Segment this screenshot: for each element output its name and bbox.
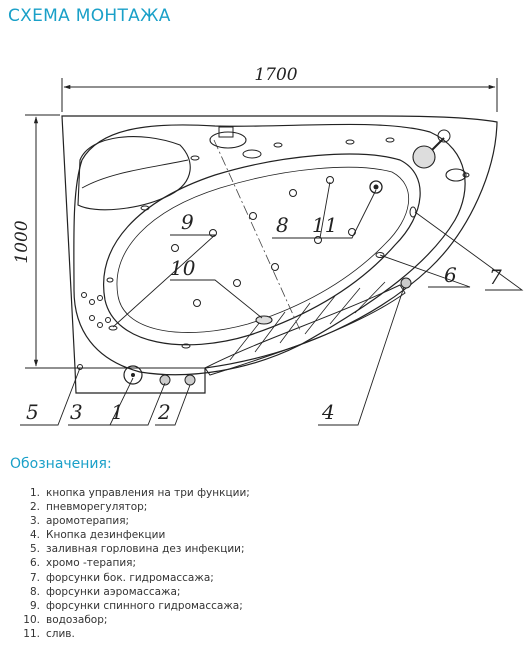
legend-item: 3.аромотерапия; xyxy=(29,515,130,528)
callout-5: 5 xyxy=(26,400,39,424)
legend-item: 7.форсунки бок. гидромассажа; xyxy=(29,571,214,584)
callout-3: 3 xyxy=(70,400,83,424)
legend-item: 8.форсунки аэромассажа; xyxy=(29,585,181,598)
legend-item: 10.водозабор; xyxy=(23,613,108,626)
disinfection-button xyxy=(400,277,412,289)
legend-item: 6.хромо -терапия; xyxy=(29,557,136,570)
inner-basin xyxy=(103,153,421,346)
legend-item: 9.форсунки спинного гидромассажа; xyxy=(29,599,243,612)
callout-2: 2 xyxy=(157,400,171,424)
tub-outline xyxy=(61,115,498,394)
callout-1: 1 xyxy=(111,400,124,424)
page-title: СХЕМА МОНТАЖА xyxy=(8,6,171,26)
callout-10: 10 xyxy=(170,256,196,280)
control-button xyxy=(159,374,171,386)
installation-diagram: 1700 1000 xyxy=(12,65,524,426)
back-jets xyxy=(81,292,111,328)
water-intake xyxy=(255,315,273,325)
legend-item: 4.Кнопка дезинфекции xyxy=(29,529,166,542)
callout-7: 7 xyxy=(489,265,502,289)
callout-9: 9 xyxy=(181,210,194,234)
pneumo-regulator xyxy=(184,374,196,386)
shower-fitting xyxy=(412,129,467,182)
callout-8: 8 xyxy=(276,213,289,237)
legend-item: 1.кнопка управления на три функции; xyxy=(29,487,250,499)
callout-11: 11 xyxy=(312,213,337,237)
width-label: 1700 xyxy=(254,65,297,85)
legend-item: 2.пневморегулятор; xyxy=(29,501,148,514)
callout-6: 6 xyxy=(444,263,457,287)
disinfection-filler xyxy=(77,364,83,370)
legend-list: 1.кнопка управления на три функции; 2.пн… xyxy=(20,486,250,641)
height-dimension: 1000 xyxy=(12,114,75,369)
callout-4: 4 xyxy=(321,400,335,424)
height-label: 1000 xyxy=(12,220,32,263)
faucet-fitting xyxy=(209,126,262,159)
legend-item: 5.заливная горловина дез инфекции; xyxy=(29,543,245,556)
legend-title: Обозначения: xyxy=(10,456,112,472)
tub-rim xyxy=(73,123,466,376)
leader-lines xyxy=(20,181,524,426)
air-jets xyxy=(171,176,356,307)
width-dimension: 1700 xyxy=(61,65,498,112)
legend-item: 11.слив. xyxy=(23,627,75,640)
drain xyxy=(369,180,383,194)
side-jets xyxy=(106,137,417,349)
aroma-button xyxy=(123,365,143,385)
headrest xyxy=(77,136,191,211)
glass-panel xyxy=(204,281,406,376)
